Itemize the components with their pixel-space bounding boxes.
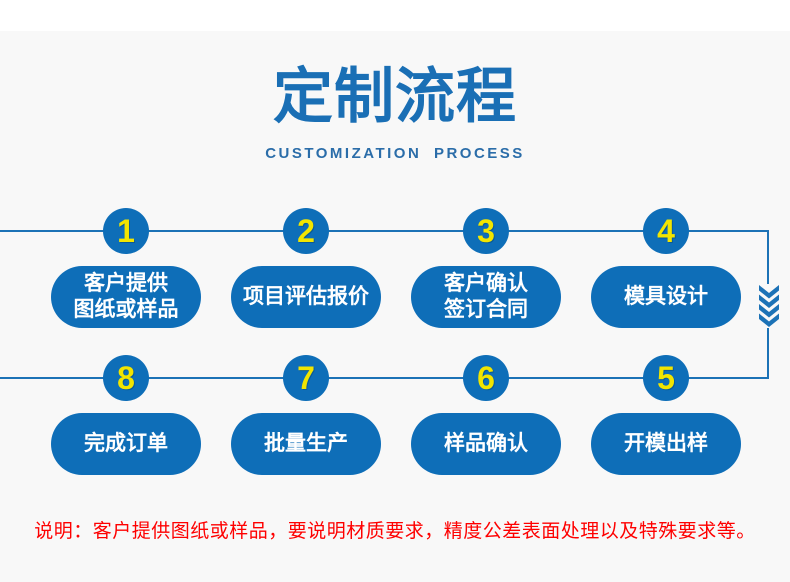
step-5: 5 开模出样: [591, 355, 741, 475]
step-1-number-badge: 1: [103, 208, 149, 254]
step-3-number-badge: 3: [463, 208, 509, 254]
step-6-number-badge: 6: [463, 355, 509, 401]
connector-line-row1: [0, 230, 769, 232]
chevron-down-triple-icon: [757, 284, 781, 328]
step-8-number-badge: 8: [103, 355, 149, 401]
step-number: 4: [657, 213, 675, 249]
instructions-note: 说明：客户提供图纸或样品，要说明材质要求，精度公差表面处理以及特殊要求等。: [34, 521, 756, 542]
step-number: 2: [297, 213, 315, 249]
step-label: 项目评估报价: [243, 285, 369, 308]
step-8-pill: 完成订单: [51, 413, 201, 475]
step-4-pill: 模具设计: [591, 266, 741, 328]
step-label: 客户提供 图纸或样品: [73, 272, 179, 321]
step-4-number-badge: 4: [643, 208, 689, 254]
step-1: 1 客户提供 图纸或样品: [51, 208, 201, 328]
step-2: 2 项目评估报价: [231, 208, 381, 328]
step-5-number-badge: 5: [643, 355, 689, 401]
step-6: 6 样品确认: [411, 355, 561, 475]
step-number: 5: [657, 360, 675, 396]
step-label: 开模出样: [624, 432, 708, 455]
step-5-pill: 开模出样: [591, 413, 741, 475]
step-label: 完成订单: [84, 432, 168, 455]
step-3-pill: 客户确认 签订合同: [411, 266, 561, 328]
step-7-number-badge: 7: [283, 355, 329, 401]
page-title: 定制流程: [273, 63, 517, 130]
step-number: 6: [477, 360, 495, 396]
step-1-pill: 客户提供 图纸或样品: [51, 266, 201, 328]
step-2-number-badge: 2: [283, 208, 329, 254]
step-8: 8 完成订单: [51, 355, 201, 475]
step-2-pill: 项目评估报价: [231, 266, 381, 328]
step-7: 7 批量生产: [231, 355, 381, 475]
step-6-pill: 样品确认: [411, 413, 561, 475]
step-label: 模具设计: [624, 285, 708, 308]
step-number: 1: [117, 213, 135, 249]
step-number: 7: [297, 360, 315, 396]
page-subtitle: CUSTOMIZATION PROCESS: [265, 145, 525, 162]
step-number: 8: [117, 360, 135, 396]
step-label: 样品确认: [444, 432, 528, 455]
step-label: 客户确认 签订合同: [444, 272, 528, 321]
connector-line-row2: [0, 377, 769, 379]
step-7-pill: 批量生产: [231, 413, 381, 475]
step-4: 4 模具设计: [591, 208, 741, 328]
step-3: 3 客户确认 签订合同: [411, 208, 561, 328]
step-number: 3: [477, 213, 495, 249]
step-label: 批量生产: [264, 432, 348, 455]
